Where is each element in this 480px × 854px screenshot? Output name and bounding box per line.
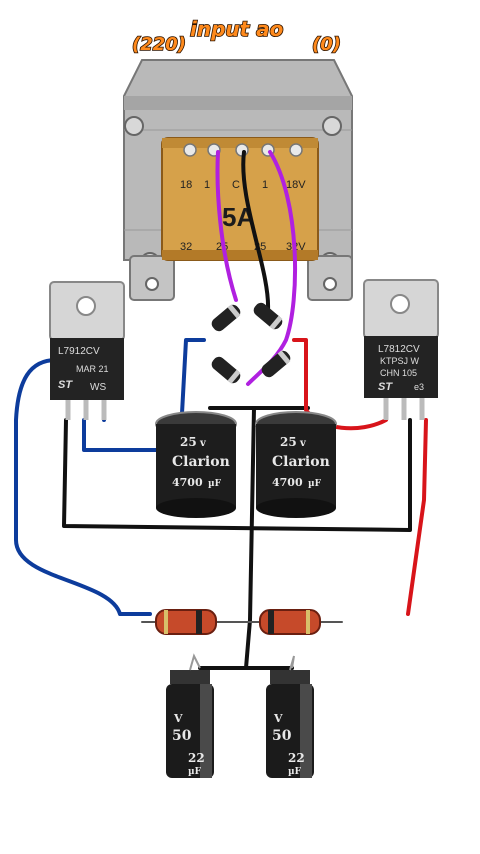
capacitor-unit-label: µF [288, 767, 302, 777]
capacitor-unit-label: V [273, 712, 283, 725]
bridge-rectifier [211, 302, 291, 384]
st-logo-icon: ST [58, 379, 73, 391]
capacitor-unit-label: µF [188, 767, 202, 777]
capacitor-value-label: 22 [288, 751, 305, 765]
wire-black [62, 418, 412, 532]
diode [211, 304, 241, 332]
diode [211, 356, 241, 384]
wire-red [406, 418, 428, 616]
output-diode-right [259, 609, 321, 635]
wire-black [241, 150, 271, 312]
capacitor-brand-label: Clarion [272, 454, 330, 470]
regulator-part-label: L7812CV [378, 344, 420, 355]
wire-blue [14, 358, 152, 616]
capacitor-lead [289, 655, 295, 671]
capacitor-unit-label: v [299, 438, 307, 449]
capacitor-unit-label: V [173, 712, 183, 725]
regulator-part-label: L7912CV [58, 346, 100, 357]
input-label: input ao [190, 17, 284, 41]
st-logo-icon: ST [378, 381, 393, 393]
primary-right-label: (0) [312, 34, 341, 55]
capacitor-small: 50 V 22 µF [266, 670, 314, 778]
tap-label: 32 [180, 241, 192, 253]
regulator-left: L7912CV MAR 21 ST WS [49, 281, 125, 420]
regulator-code-label: e3 [414, 382, 424, 392]
capacitor-value-label: 50 [172, 728, 192, 744]
capacitor-unit-label: µF [208, 479, 222, 489]
capacitor-value-label: 50 [272, 728, 292, 744]
wire-black [244, 406, 256, 670]
bolt-icon [322, 116, 342, 136]
capacitor-small: 50 V 22 µF [166, 670, 214, 778]
tap-label: C [232, 179, 240, 191]
capacitor-brand-label: Clarion [172, 454, 230, 470]
regulator-right: L7812CV KTPSJ W CHN 105 ST e3 [363, 279, 439, 420]
capacitor-unit-label: µF [308, 479, 322, 489]
capacitor-value-label: 4700 [172, 476, 203, 489]
wire-purple [215, 150, 238, 302]
capacitor-large: Clarion 25 v 4700 µF [255, 411, 337, 518]
primary-left-label: (220) [132, 34, 186, 55]
capacitor-value-label: 25 [180, 435, 197, 449]
regulator-code-label: MAR 21 [76, 364, 109, 374]
bolt-icon [124, 116, 144, 136]
transformer: 18 1 C 1 18V 5A 32 25 25 32V [123, 59, 353, 301]
tap-label: 1 [262, 179, 268, 191]
regulator-code-label: KTPSJ W [380, 356, 420, 366]
tap-label: 18V [286, 179, 306, 191]
output-diode-left [155, 609, 217, 635]
tap-label: 1 [204, 179, 210, 191]
capacitor-value-label: 25 [280, 435, 297, 449]
regulator-code-label: WS [90, 382, 106, 393]
capacitor-large: Clarion 25 v 4700 µF [155, 411, 237, 518]
capacitor-value-label: 22 [188, 751, 205, 765]
capacitor-value-label: 4700 [272, 476, 303, 489]
capacitor-lead [189, 653, 201, 671]
capacitor-unit-label: v [199, 438, 207, 449]
tap-label: 18 [180, 179, 192, 191]
regulator-code-label: CHN 105 [380, 368, 417, 378]
